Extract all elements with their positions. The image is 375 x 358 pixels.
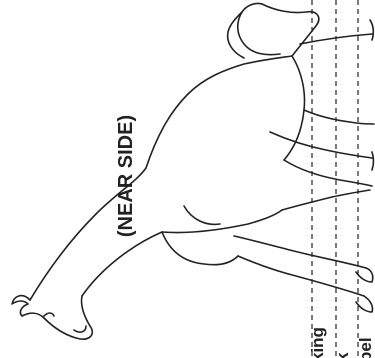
side-label: (NEAR SIDE) <box>115 115 137 237</box>
marking-label-2: k <box>333 352 352 358</box>
marking-label-1: king <box>308 327 327 358</box>
marking-label-3: pel <box>356 337 375 358</box>
